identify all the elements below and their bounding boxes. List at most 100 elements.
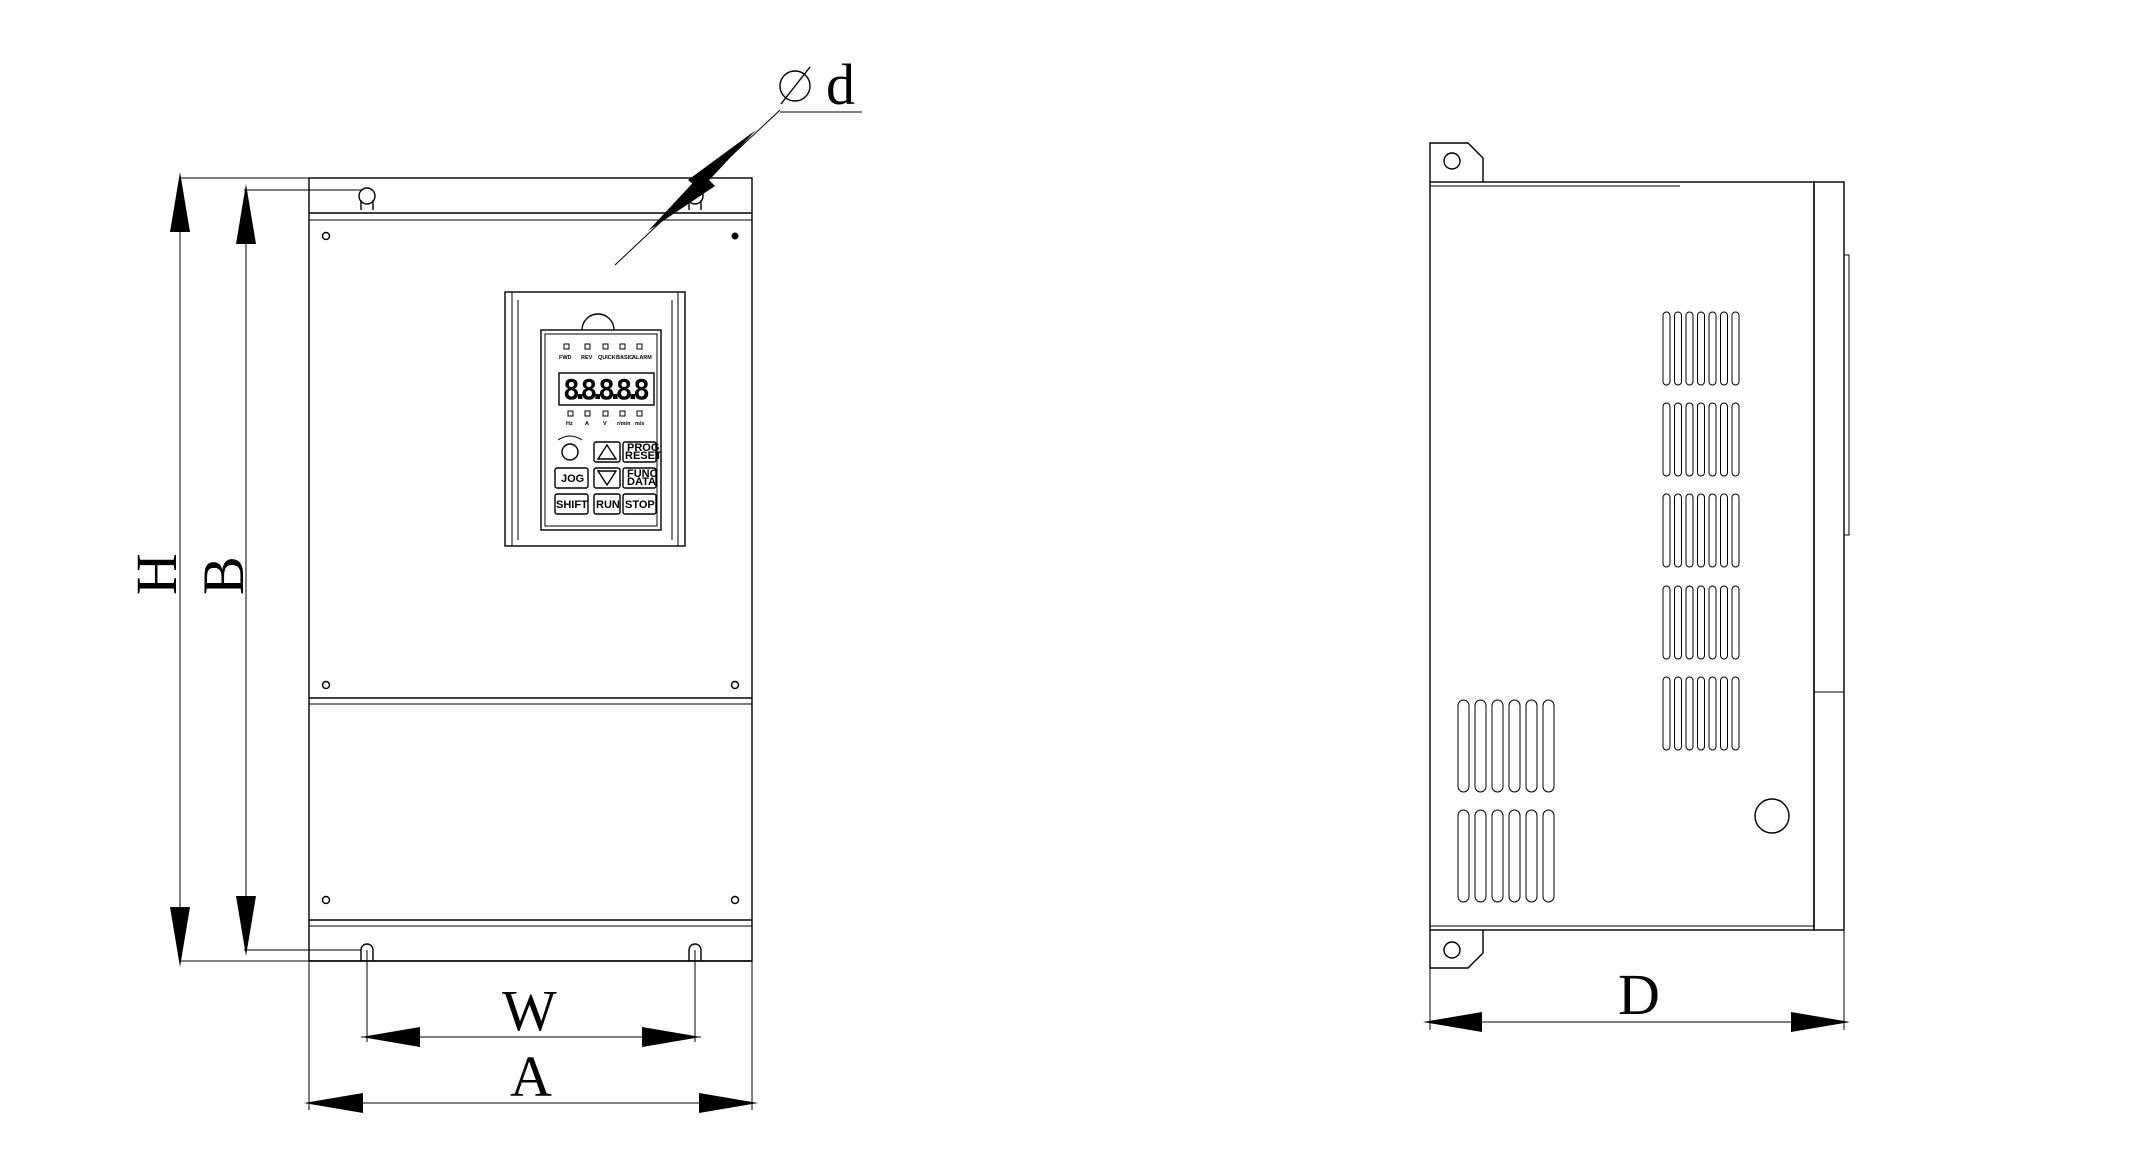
vent-slot bbox=[1674, 676, 1682, 751]
vent-slot bbox=[1731, 311, 1740, 386]
key-prog-reset[interactable]: PROG RESET bbox=[622, 441, 662, 463]
vent-slot bbox=[1697, 585, 1705, 660]
vent-slot bbox=[1708, 402, 1717, 477]
side-body-outline bbox=[1429, 181, 1815, 931]
unit-v: V bbox=[603, 421, 607, 427]
key-up[interactable] bbox=[593, 441, 621, 463]
label-h: H bbox=[124, 553, 189, 595]
vent-slot bbox=[1474, 809, 1487, 903]
vent-slot bbox=[1508, 699, 1521, 793]
vent-slot bbox=[1708, 493, 1717, 568]
vent-slot bbox=[1525, 699, 1538, 793]
svg-text:FUNC: FUNC bbox=[627, 468, 658, 480]
dimension-a: A bbox=[304, 961, 758, 1113]
unit-rmin: r/min bbox=[617, 421, 631, 427]
indicator-fwd: FWD bbox=[559, 355, 572, 361]
vent-slot bbox=[1731, 585, 1740, 660]
vent-slot bbox=[1697, 676, 1705, 751]
key-stop[interactable]: STOP bbox=[622, 493, 657, 515]
vent-slot bbox=[1697, 311, 1705, 386]
indicator-basic: BASIC bbox=[616, 355, 633, 361]
label-a: A bbox=[510, 1044, 552, 1109]
vent-slot bbox=[1720, 493, 1728, 568]
key-func-data[interactable]: FUNC DATA bbox=[622, 467, 658, 489]
status-indicators: FWD REV QUICK BASIC ALARM bbox=[559, 343, 652, 361]
side-vents-lower bbox=[1457, 699, 1555, 903]
vent-slot bbox=[1697, 402, 1705, 477]
vent-slot bbox=[1542, 809, 1555, 903]
vent-slot bbox=[1662, 676, 1671, 751]
led-display-digits: 8.8.8.8.8 bbox=[563, 373, 650, 406]
vent-slot bbox=[1731, 493, 1740, 568]
vent-slot bbox=[1674, 493, 1682, 568]
unit-a: A bbox=[585, 421, 589, 427]
potentiometer-knob[interactable] bbox=[557, 435, 583, 461]
side-vents-upper bbox=[1662, 311, 1740, 751]
label-d-hole: d bbox=[826, 52, 855, 117]
key-run[interactable]: RUN bbox=[593, 493, 621, 515]
label-w: W bbox=[502, 978, 557, 1043]
side-top-flange bbox=[1429, 142, 1484, 182]
panel-screws bbox=[321, 231, 740, 905]
svg-text:PROG: PROG bbox=[627, 442, 659, 454]
vent-slot bbox=[1674, 311, 1682, 386]
vent-slot bbox=[1708, 311, 1717, 386]
label-b: B bbox=[191, 556, 256, 595]
vent-slot bbox=[1685, 402, 1694, 477]
side-round-port bbox=[1754, 798, 1790, 834]
led-display bbox=[558, 372, 655, 406]
unit-indicators: Hz A V r/min m/s bbox=[566, 410, 644, 427]
vent-slot bbox=[1685, 311, 1694, 386]
vent-slot bbox=[1662, 311, 1671, 386]
svg-text:JOG: JOG bbox=[561, 473, 584, 485]
vent-slot bbox=[1474, 699, 1487, 793]
unit-ms: m/s bbox=[635, 421, 644, 427]
indicator-rev: REV bbox=[581, 355, 593, 361]
vent-slot bbox=[1525, 809, 1538, 903]
keypad-panel: FWD REV QUICK BASIC ALARM 8.8.8.8.8 Hz A… bbox=[504, 291, 686, 547]
vent-slot bbox=[1542, 699, 1555, 793]
vent-slot bbox=[1457, 809, 1470, 903]
indicator-alarm: ALARM bbox=[632, 355, 652, 361]
dimension-d: D bbox=[1423, 930, 1850, 1032]
vent-slot bbox=[1708, 676, 1717, 751]
svg-text:SHIFT: SHIFT bbox=[556, 499, 588, 511]
vent-slot bbox=[1662, 493, 1671, 568]
vent-slot bbox=[1731, 402, 1740, 477]
bottom-left-mount-slot bbox=[360, 943, 374, 961]
vent-slot bbox=[1457, 699, 1470, 793]
side-bottom-flange bbox=[1429, 930, 1484, 969]
key-shift[interactable]: SHIFT bbox=[554, 493, 589, 515]
vent-slot bbox=[1697, 493, 1705, 568]
vent-slot bbox=[1731, 676, 1740, 751]
dimension-h: H bbox=[124, 172, 309, 967]
vent-slot bbox=[1674, 402, 1682, 477]
vent-slot bbox=[1662, 585, 1671, 660]
unit-hz: Hz bbox=[566, 421, 573, 427]
svg-text:STOP: STOP bbox=[625, 499, 655, 511]
vent-slot bbox=[1491, 809, 1504, 903]
front-view: FWD REV QUICK BASIC ALARM 8.8.8.8.8 Hz A… bbox=[308, 177, 753, 962]
vent-slot bbox=[1685, 676, 1694, 751]
vent-slot bbox=[1685, 585, 1694, 660]
dimension-w: W bbox=[361, 950, 701, 1047]
vent-slot bbox=[1685, 493, 1694, 568]
vent-slot bbox=[1720, 676, 1728, 751]
top-left-mount-hole bbox=[358, 187, 376, 205]
label-d: D bbox=[1618, 962, 1660, 1027]
indicator-quick: QUICK bbox=[598, 355, 616, 361]
vent-slot bbox=[1491, 699, 1504, 793]
vent-slot bbox=[1720, 402, 1728, 477]
side-view bbox=[1429, 142, 1850, 969]
key-down[interactable] bbox=[593, 467, 621, 489]
vent-slot bbox=[1708, 585, 1717, 660]
vent-slot bbox=[1674, 585, 1682, 660]
vent-slot bbox=[1720, 311, 1728, 386]
svg-text:DATA: DATA bbox=[627, 476, 656, 488]
svg-text:RUN: RUN bbox=[596, 499, 620, 511]
dimension-b: B bbox=[191, 184, 361, 956]
dimension-d-hole: d bbox=[614, 52, 862, 266]
key-jog[interactable]: JOG bbox=[554, 467, 589, 489]
bottom-right-mount-slot bbox=[688, 943, 702, 961]
